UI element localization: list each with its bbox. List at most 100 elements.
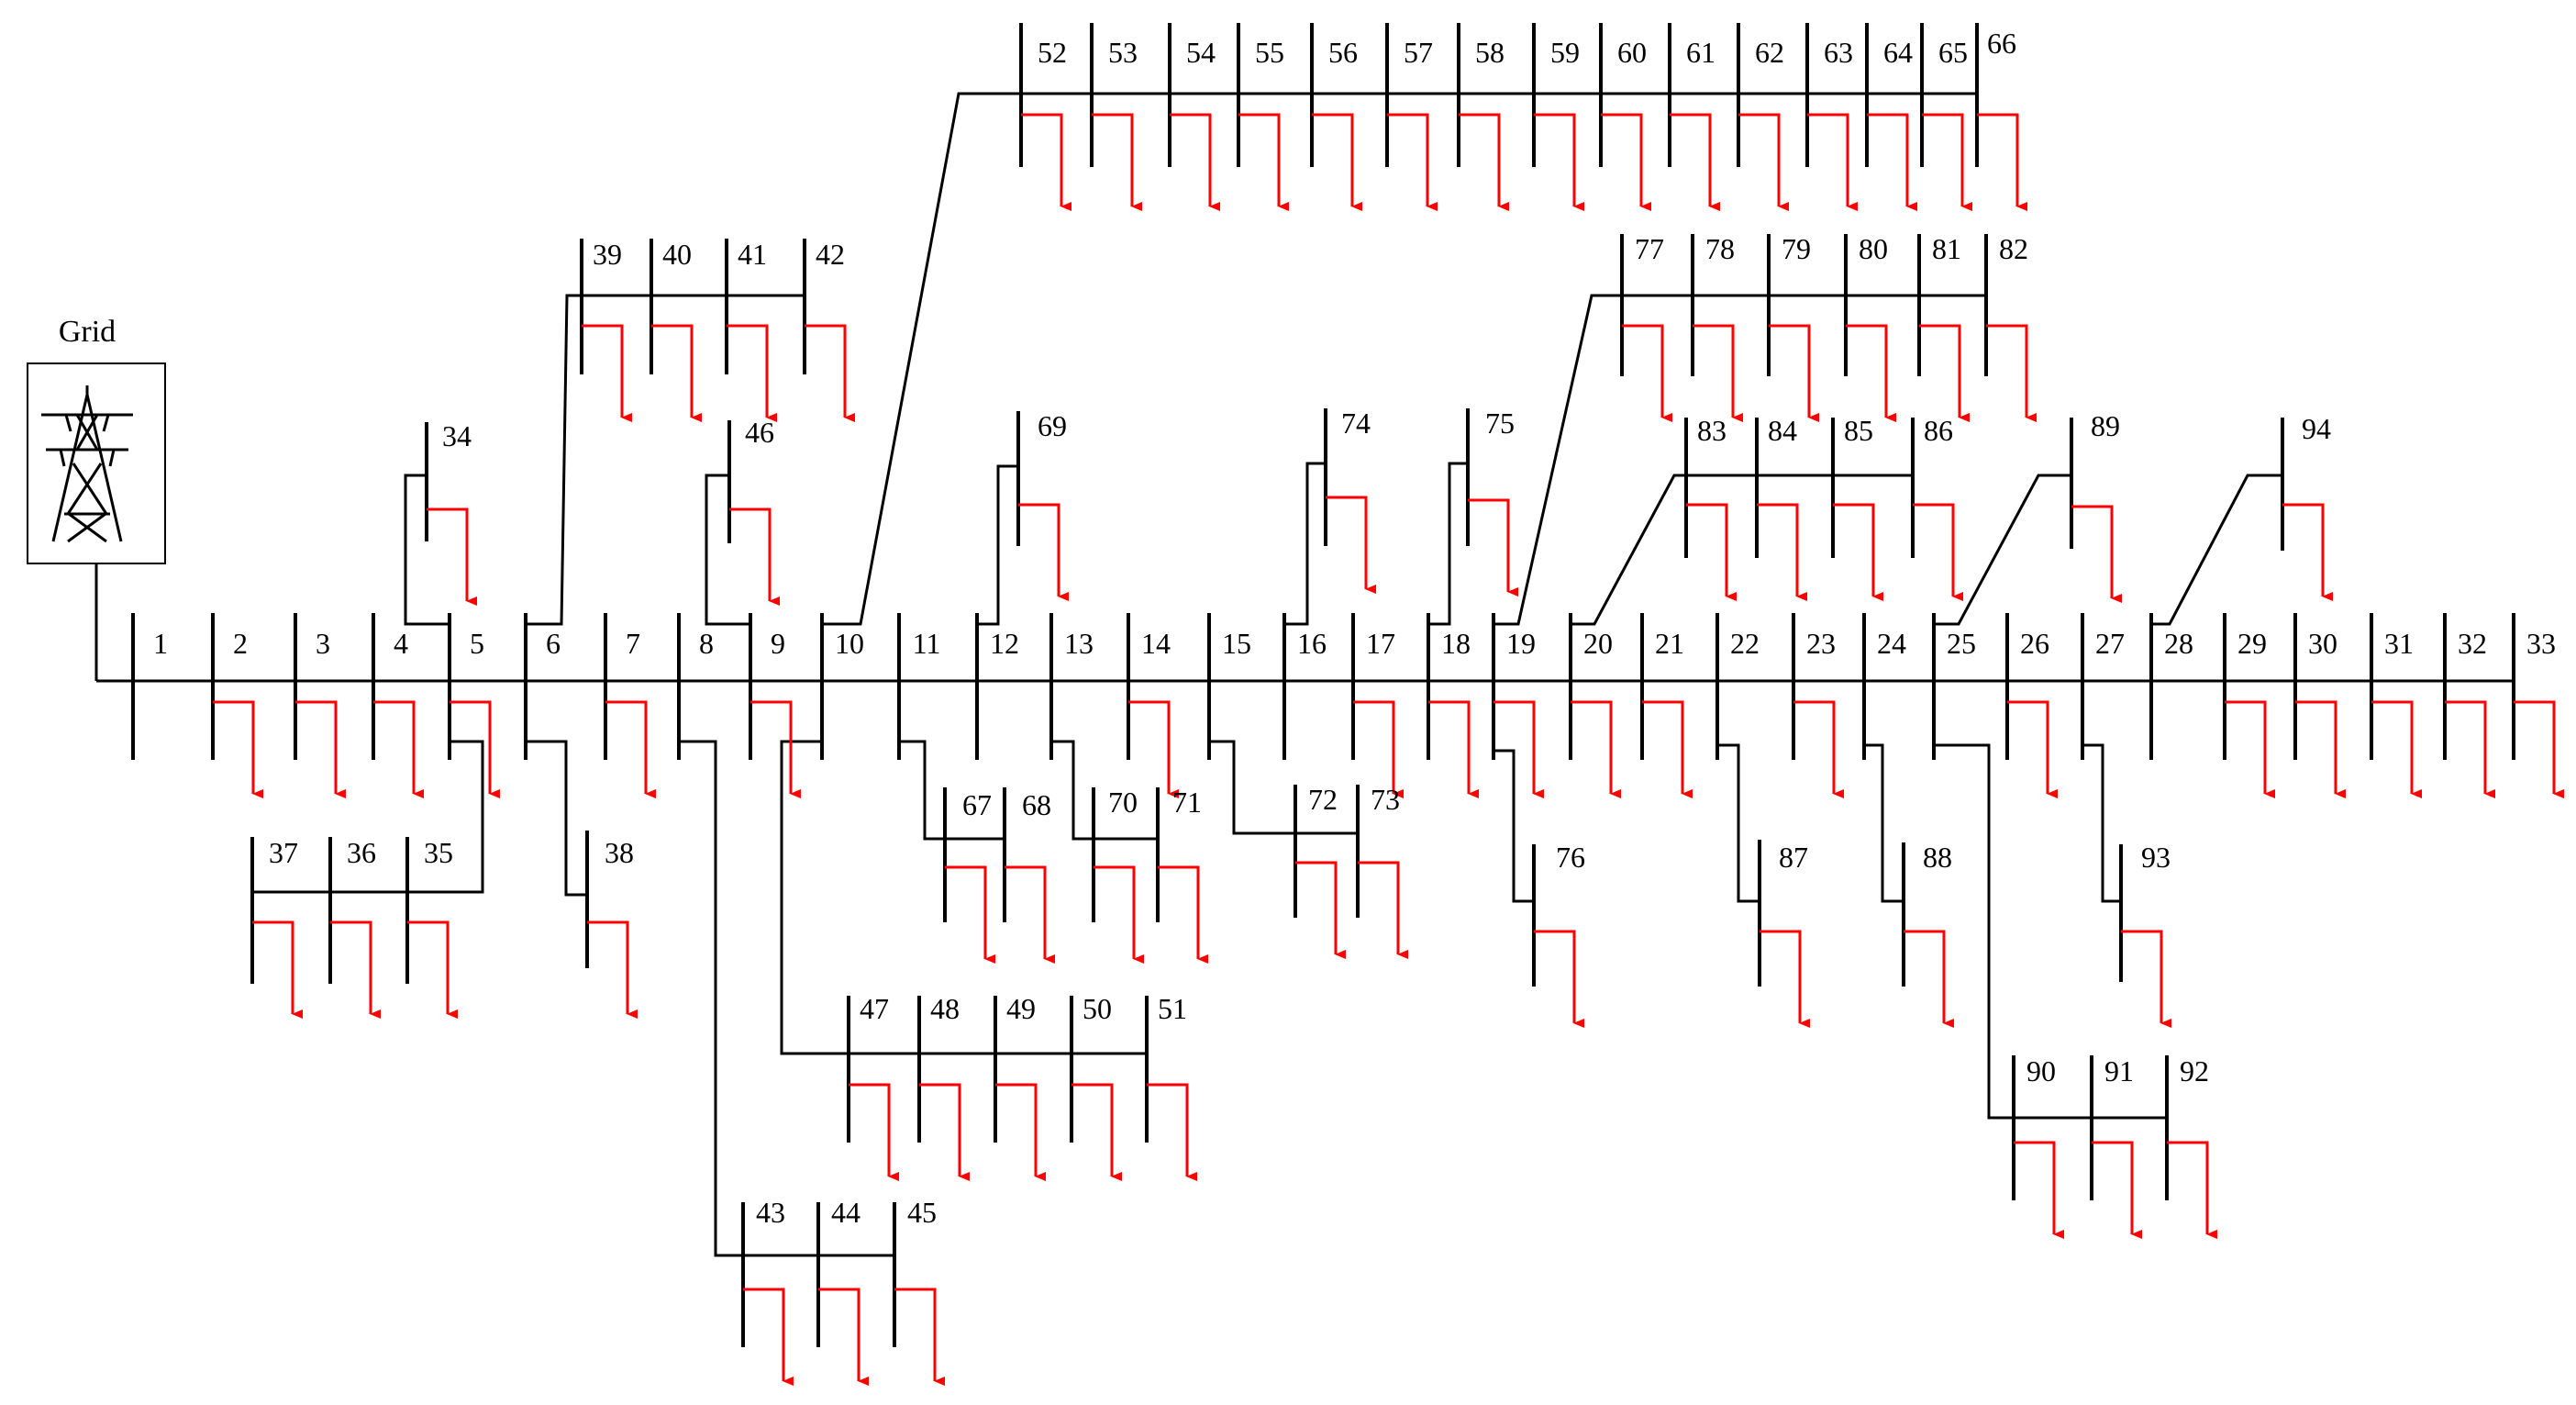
lateral-70-71 [1051,740,1158,841]
bus-label-80: 80 [1859,232,1888,265]
bus-label-76: 76 [1556,841,1585,874]
bus-label-52: 52 [1038,36,1067,69]
bus-label-55: 55 [1255,36,1284,69]
bus-label-88: 88 [1923,841,1952,874]
load-arrow-32 [2445,700,2495,798]
load-arrow-34 [427,507,477,606]
bus-label-60: 60 [1617,36,1647,69]
load-arrow-89 [2071,505,2122,603]
load-arrow-72 [1295,861,1346,959]
bus-label-39: 39 [593,238,622,271]
bus-label-72: 72 [1308,783,1338,816]
bus-label-57: 57 [1404,36,1433,69]
bus-label-10: 10 [835,627,864,660]
load-arrow-67 [945,865,995,964]
load-arrow-85 [1833,503,1883,601]
bus-label-58: 58 [1475,36,1505,69]
load-arrow-90 [2014,1141,2064,1239]
bus-label-75: 75 [1485,407,1515,440]
load-arrow-64 [1867,113,1917,211]
bus-label-5: 5 [470,627,484,660]
load-arrow-74 [1326,496,1376,594]
load-arrow-21 [1642,700,1693,798]
lateral-89 [1934,474,2071,626]
load-arrow-18 [1428,700,1479,798]
bus-label-63: 63 [1824,36,1853,69]
bus-label-56: 56 [1328,36,1358,69]
bus-label-78: 78 [1705,232,1735,265]
lateral-43-45 [679,740,894,1257]
lateral-38 [526,740,587,897]
load-arrow-79 [1769,324,1819,422]
bus-label-67: 67 [962,788,992,821]
bus-label-3: 3 [316,627,330,660]
load-arrow-39 [582,324,632,422]
load-arrows [213,113,2564,1386]
bus-label-1: 1 [153,627,168,660]
bus-label-61: 61 [1686,36,1715,69]
load-arrow-4 [373,700,424,798]
bus-label-7: 7 [626,627,640,660]
load-arrow-48 [919,1083,970,1181]
bus-label-82: 82 [1999,232,2028,265]
bus-label-41: 41 [738,238,767,271]
load-arrow-7 [605,700,656,798]
bus-label-29: 29 [2237,627,2267,660]
lateral-34 [404,474,450,626]
bus-label-24: 24 [1877,627,1906,660]
bus-label-12: 12 [990,627,1019,660]
grid-source: Grid [27,315,166,564]
bus-label-59: 59 [1550,36,1580,69]
bus-label-40: 40 [662,238,692,271]
load-arrow-52 [1021,113,1071,211]
bus-label-83: 83 [1697,414,1727,447]
bus-label-17: 17 [1366,627,1395,660]
load-arrow-94 [2282,503,2333,601]
bus-label-68: 68 [1022,788,1051,821]
load-arrow-38 [587,920,638,1019]
bus-label-33: 33 [2526,627,2556,660]
load-arrow-36 [330,920,381,1019]
bus-label-50: 50 [1083,992,1112,1025]
bus-label-94: 94 [2302,412,2331,445]
transmission-tower-icon [41,385,133,543]
bus-label-11: 11 [913,627,941,660]
bus-label-51: 51 [1158,992,1187,1025]
load-arrow-80 [1846,324,1896,422]
load-arrow-51 [1147,1083,1197,1181]
bus-label-27: 27 [2095,627,2125,660]
load-arrow-50 [1071,1083,1122,1181]
lateral-90-92 [1934,743,2167,1120]
bus-label-34: 34 [442,419,472,452]
load-arrow-17 [1353,700,1404,798]
load-arrow-69 [1018,503,1069,601]
load-arrow-26 [2007,700,2058,798]
load-arrow-88 [1904,930,1954,1028]
bus-label-91: 91 [2104,1054,2134,1087]
load-arrow-60 [1601,113,1651,211]
load-arrow-19 [1493,700,1544,798]
bus-label-90: 90 [2026,1054,2056,1087]
load-arrow-20 [1571,700,1621,798]
load-arrow-30 [2295,700,2346,798]
load-arrow-92 [2167,1141,2217,1239]
lateral-52-66 [822,92,1977,626]
load-arrow-47 [849,1083,899,1181]
bus-label-45: 45 [907,1196,937,1229]
bus-label-38: 38 [605,836,634,869]
lateral-47-51 [780,740,1147,1055]
bus-label-23: 23 [1806,627,1836,660]
lateral-75 [1428,462,1468,626]
bus-label-86: 86 [1924,414,1953,447]
load-arrow-78 [1693,324,1743,422]
load-arrow-43 [743,1288,794,1386]
bus-label-28: 28 [2164,627,2193,660]
load-arrow-14 [1128,700,1179,798]
bus-label-35: 35 [424,836,453,869]
bus-label-85: 85 [1844,414,1873,447]
bus-label-49: 49 [1006,992,1036,1025]
bus-label-65: 65 [1938,36,1968,69]
load-arrow-93 [2121,930,2171,1028]
load-arrow-54 [1170,113,1220,211]
lateral-46 [705,474,750,626]
